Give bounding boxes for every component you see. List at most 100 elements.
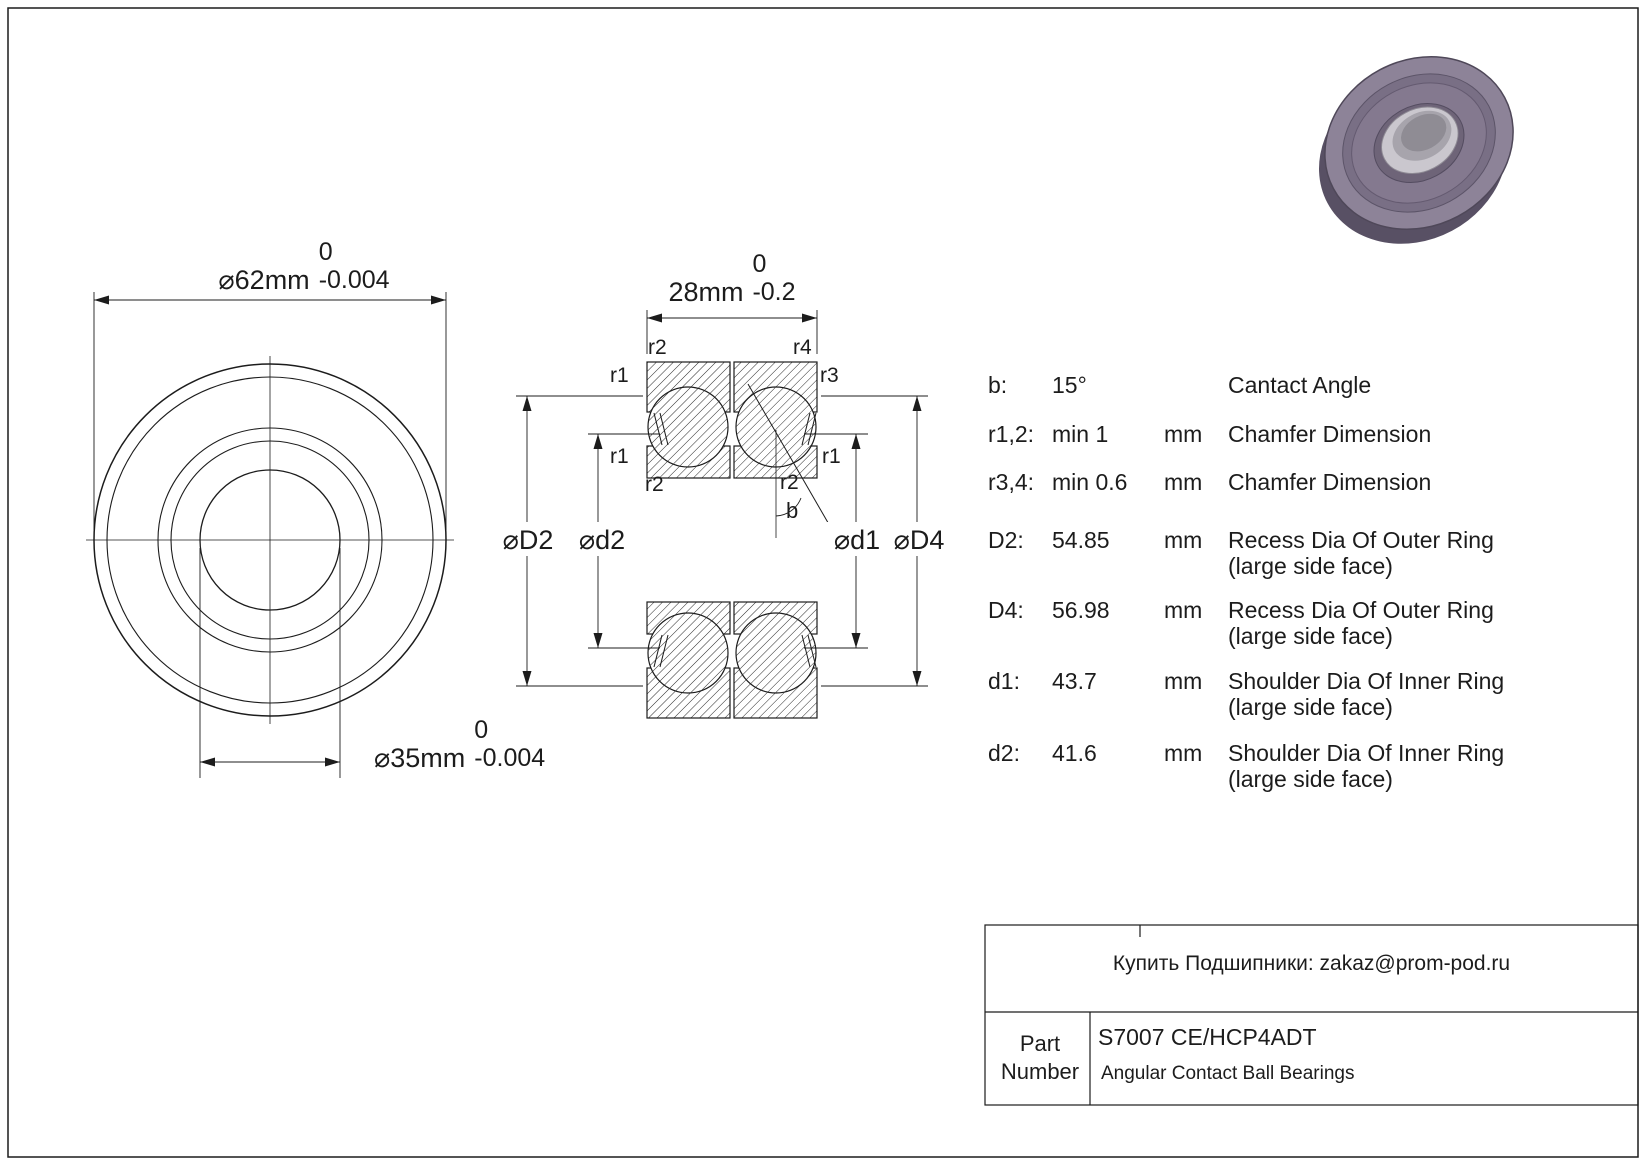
- outer-diameter-dimension: [93, 292, 447, 530]
- spec-desc-line1: Shoulder Dia Of Inner Ring: [1228, 668, 1505, 694]
- spec-key: b:: [988, 372, 1008, 398]
- spec-value: 43.7: [1052, 668, 1097, 694]
- dimension-D2: ⌀D2: [495, 395, 643, 687]
- spec-value: 54.85: [1052, 527, 1110, 553]
- spec-desc-line1: Recess Dia Of Outer Ring: [1228, 597, 1494, 623]
- spec-key: d1:: [988, 668, 1020, 694]
- width-text: 28mm 0 -0.2: [630, 250, 834, 306]
- bearing-3d-render: [1319, 55, 1514, 244]
- tolerance-lower: -0.004: [318, 266, 390, 294]
- spec-desc-line2: (large side face): [1228, 766, 1393, 792]
- chamfer-label-r3: r3: [820, 364, 839, 387]
- chamfer-label-r2-inner: r2: [645, 473, 664, 496]
- spec-desc-line2: (large side face): [1228, 623, 1393, 649]
- arrow-down-icon: [593, 633, 603, 648]
- chamfer-label-r1: r1: [610, 364, 629, 387]
- spec-unit: mm: [1164, 421, 1203, 447]
- spec-unit: mm: [1164, 527, 1203, 553]
- spec-desc: Recess Dia Of Outer Ring (large side fac…: [1228, 597, 1628, 649]
- section-view: r2 r1 r4 r3 r1 r2 r1 r2 b: [610, 336, 841, 719]
- spec-value: 41.6: [1052, 740, 1097, 766]
- seal-lines: [653, 412, 817, 668]
- spec-unit: mm: [1164, 740, 1203, 766]
- spec-value: min 0.6: [1052, 469, 1128, 495]
- spec-desc-line1: Cantact Angle: [1228, 372, 1372, 398]
- spec-row-d2: d2: 41.6 mm Shoulder Dia Of Inner Ring (…: [988, 740, 1628, 792]
- spec-key: r3,4:: [988, 469, 1035, 495]
- arrow-left-icon: [94, 295, 109, 305]
- spec-desc-line2: (large side face): [1228, 553, 1393, 579]
- spec-key: D2:: [988, 527, 1024, 553]
- chamfer-label-r2-inner: r2: [780, 471, 799, 494]
- arrow-right-icon: [325, 757, 340, 767]
- spec-key: r1,2:: [988, 421, 1035, 447]
- spec-row-chamfer-r34: r3,4: min 0.6 mm Chamfer Dimension: [988, 469, 1628, 496]
- bore-dia-tolerance: 0 -0.004: [474, 716, 545, 772]
- bearing-bore-depth: [1401, 113, 1447, 152]
- ball-lower-right: [735, 612, 817, 694]
- ball-upper-right: [735, 386, 817, 468]
- dimension-d1: ⌀d1: [804, 433, 888, 649]
- spec-desc: Shoulder Dia Of Inner Ring (large side f…: [1228, 668, 1628, 720]
- tolerance-lower: -0.004: [474, 744, 546, 772]
- spec-unit: mm: [1164, 668, 1203, 694]
- spec-row-contact-angle: b: 15° Cantact Angle: [988, 372, 1628, 399]
- dim-label-D4: ⌀D4: [894, 525, 945, 555]
- spec-unit: mm: [1164, 597, 1203, 623]
- spec-desc-line1: Chamfer Dimension: [1228, 469, 1432, 495]
- arrow-right-icon: [431, 295, 446, 305]
- outer-dia-tolerance: 0 -0.004: [319, 238, 390, 294]
- outer-diameter-circle: [93, 363, 447, 717]
- spec-desc-line1: Chamfer Dimension: [1228, 421, 1432, 447]
- tolerance-upper: 0: [318, 238, 333, 266]
- part-type: Angular Contact Ball Bearings: [1101, 1063, 1355, 1084]
- dimension-d2: ⌀d2: [571, 433, 660, 649]
- width-value: 28mm: [668, 277, 744, 307]
- arrow-left-icon: [200, 757, 215, 767]
- bore-diameter-dimension: [199, 548, 341, 778]
- spec-unit: mm: [1164, 469, 1203, 495]
- outer-ring-circle: [106, 376, 434, 704]
- spec-key: d2:: [988, 740, 1020, 766]
- arrow-down-icon: [912, 671, 922, 686]
- width-dimension: [646, 310, 818, 354]
- outer-diameter-text: ⌀62mm 0 -0.004: [204, 238, 404, 294]
- raceway-circle: [157, 427, 383, 653]
- spec-desc-line1: Recess Dia Of Outer Ring: [1228, 527, 1494, 553]
- spec-desc: Cantact Angle: [1228, 372, 1628, 398]
- contact-info: Купить Подшипники: zakaz@prom-pod.ru: [1112, 952, 1511, 975]
- chamfer-label-r2: r2: [648, 336, 667, 359]
- chamfer-label-r1-inner: r1: [822, 445, 841, 468]
- dimension-D4: ⌀D4: [821, 395, 951, 687]
- sheet-border: [7, 7, 1639, 1158]
- spec-desc-line2: (large side face): [1228, 694, 1393, 720]
- bore-diameter-text: ⌀35mm 0 -0.004: [374, 716, 545, 772]
- arrow-left-icon: [647, 313, 662, 323]
- front-view: [86, 356, 454, 724]
- bore-circle: [199, 469, 341, 611]
- part-number-value: S7007 CE/HCP4ADT: [1098, 1024, 1317, 1050]
- spec-row-D2: D2: 54.85 mm Recess Dia Of Outer Ring (l…: [988, 527, 1628, 579]
- bore-dia-value: ⌀35mm: [374, 743, 466, 773]
- spec-row-chamfer-r12: r1,2: min 1 mm Chamfer Dimension: [988, 421, 1628, 448]
- dim-label-D2: ⌀D2: [503, 525, 554, 555]
- contact-angle-construction: [747, 383, 839, 541]
- spec-value: 56.98: [1052, 597, 1110, 623]
- ball-upper-left: [647, 386, 729, 468]
- title-block-frame: [984, 924, 1639, 1106]
- width-tolerance: 0 -0.2: [752, 250, 795, 306]
- spec-row-d1: d1: 43.7 mm Shoulder Dia Of Inner Ring (…: [988, 668, 1628, 720]
- ball-lower-left: [647, 612, 729, 694]
- arrow-right-icon: [802, 313, 817, 323]
- spec-value: min 1: [1052, 421, 1109, 447]
- arrow-down-icon: [522, 671, 532, 686]
- outer-dia-value: ⌀62mm: [218, 265, 310, 295]
- spec-key: D4:: [988, 597, 1024, 623]
- spec-desc-line1: Shoulder Dia Of Inner Ring: [1228, 740, 1505, 766]
- spec-row-D4: D4: 56.98 mm Recess Dia Of Outer Ring (l…: [988, 597, 1628, 649]
- dim-label-d2: ⌀d2: [579, 525, 625, 555]
- arrow-up-icon: [851, 434, 861, 449]
- spec-desc: Shoulder Dia Of Inner Ring (large side f…: [1228, 740, 1628, 792]
